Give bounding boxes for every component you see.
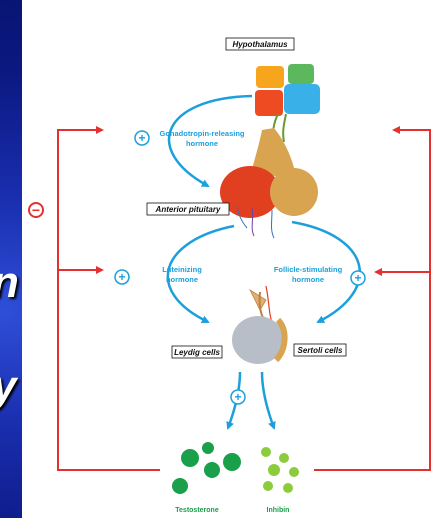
negative-feedback-left xyxy=(58,130,160,470)
fsh-label-line1: Follicle-stimulating xyxy=(274,265,343,274)
testosterone-molecules xyxy=(172,442,241,494)
plus-sign: + xyxy=(354,271,361,285)
lh-label-line2: hormone xyxy=(166,275,198,284)
fsh-label-line2: hormone xyxy=(292,275,324,284)
plus-sign: + xyxy=(138,131,145,145)
inhibin-molecules xyxy=(261,447,299,493)
pituitary-gland xyxy=(220,128,318,238)
testis-illustration xyxy=(232,286,285,364)
gnrh-label-line1: Gonadotropin-releasing xyxy=(159,129,244,138)
plus-sign: + xyxy=(118,270,125,284)
diagram-image-panel: Hypothalamus Anterior pituitary + Gonado… xyxy=(22,0,436,518)
gnrh-label-line2: hormone xyxy=(186,139,218,148)
lh-arrow xyxy=(168,226,234,322)
slide-text-fragment: y xyxy=(0,362,16,412)
minus-sign: − xyxy=(32,202,40,218)
negative-feedback-right xyxy=(314,130,430,470)
inhibin-secretion-arrow xyxy=(262,372,274,428)
slide-text-fragment: n xyxy=(0,258,19,308)
plus-sign: + xyxy=(234,390,241,404)
testosterone-label: Testosterone xyxy=(175,507,219,514)
sertoli-cells-label: Sertoli cells xyxy=(298,346,343,355)
lh-label-line1: Luteinizing xyxy=(162,265,202,274)
hypothalamus-label: Hypothalamus xyxy=(232,40,288,49)
hormone-feedback-diagram: Hypothalamus Anterior pituitary + Gonado… xyxy=(22,0,436,518)
inhibin-label: Inhibin xyxy=(267,507,290,514)
anterior-pituitary-label: Anterior pituitary xyxy=(155,205,221,214)
leydig-cells-label: Leydig cells xyxy=(174,348,220,357)
